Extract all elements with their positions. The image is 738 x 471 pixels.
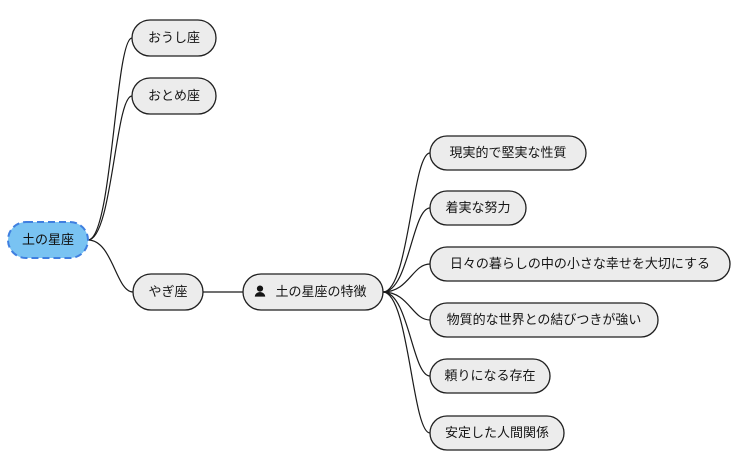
- edge-root-to-branch-1: [87, 95, 133, 241]
- node-label: やぎ座: [148, 285, 187, 300]
- node-shape: [429, 135, 587, 171]
- node-shape: [429, 190, 527, 226]
- node-shape: [132, 273, 204, 311]
- branch-node-0[interactable]: おうし座: [131, 19, 217, 57]
- node-label: おとめ座: [148, 89, 200, 104]
- node-label: 安定した人間関係: [445, 426, 549, 441]
- branch-node-2[interactable]: やぎ座: [132, 273, 204, 311]
- leaf-node-5[interactable]: 安定した人間関係: [429, 415, 565, 451]
- hub-node[interactable]: 土の星座の特徴: [242, 273, 384, 311]
- branch-node-1[interactable]: おとめ座: [131, 77, 217, 115]
- edge-hub-to-leaf-3: [382, 291, 431, 321]
- node-label: おうし座: [148, 31, 200, 46]
- leaf-node-1[interactable]: 着実な努力: [429, 190, 527, 226]
- node-shape: [242, 273, 384, 311]
- edge-hub-to-leaf-0: [382, 152, 431, 293]
- edge-root-to-branch-2: [87, 239, 134, 293]
- node-label: 日々の暮らしの中の小さな幸せを大切にする: [450, 257, 710, 272]
- person-icon: [254, 285, 266, 297]
- edge-hub-to-leaf-4: [382, 291, 431, 377]
- leaf-node-3[interactable]: 物質的な世界との結びつきが強い: [429, 302, 659, 338]
- edge-hub-to-leaf-1: [382, 207, 431, 293]
- node-label: 現実的で堅実な性質: [449, 145, 566, 161]
- node-label: 着実な努力: [445, 200, 510, 216]
- edge-hub-to-leaf-2: [382, 263, 431, 293]
- node-label: 頼りになる存在: [444, 369, 535, 384]
- node-shape: [429, 246, 731, 282]
- root-node-shape: [7, 221, 89, 259]
- leaf-node-0[interactable]: 現実的で堅実な性質: [429, 135, 587, 171]
- node-shape: [131, 77, 217, 115]
- node-shape: [429, 358, 551, 394]
- edges-layer: [87, 37, 431, 434]
- node-shape: [429, 302, 659, 338]
- node-shape: [429, 415, 565, 451]
- node-label: 物質的な世界との結びつきが強い: [447, 312, 642, 328]
- node-shape: [131, 19, 217, 57]
- node-label: 土の星座: [22, 233, 74, 248]
- root-node[interactable]: 土の星座: [7, 221, 89, 259]
- leaf-node-4[interactable]: 頼りになる存在: [429, 358, 551, 394]
- node-label: 土の星座の特徴: [275, 285, 366, 300]
- leaf-node-2[interactable]: 日々の暮らしの中の小さな幸せを大切にする: [429, 246, 731, 282]
- edge-root-to-branch-0: [87, 37, 133, 241]
- edge-hub-to-leaf-5: [382, 291, 431, 434]
